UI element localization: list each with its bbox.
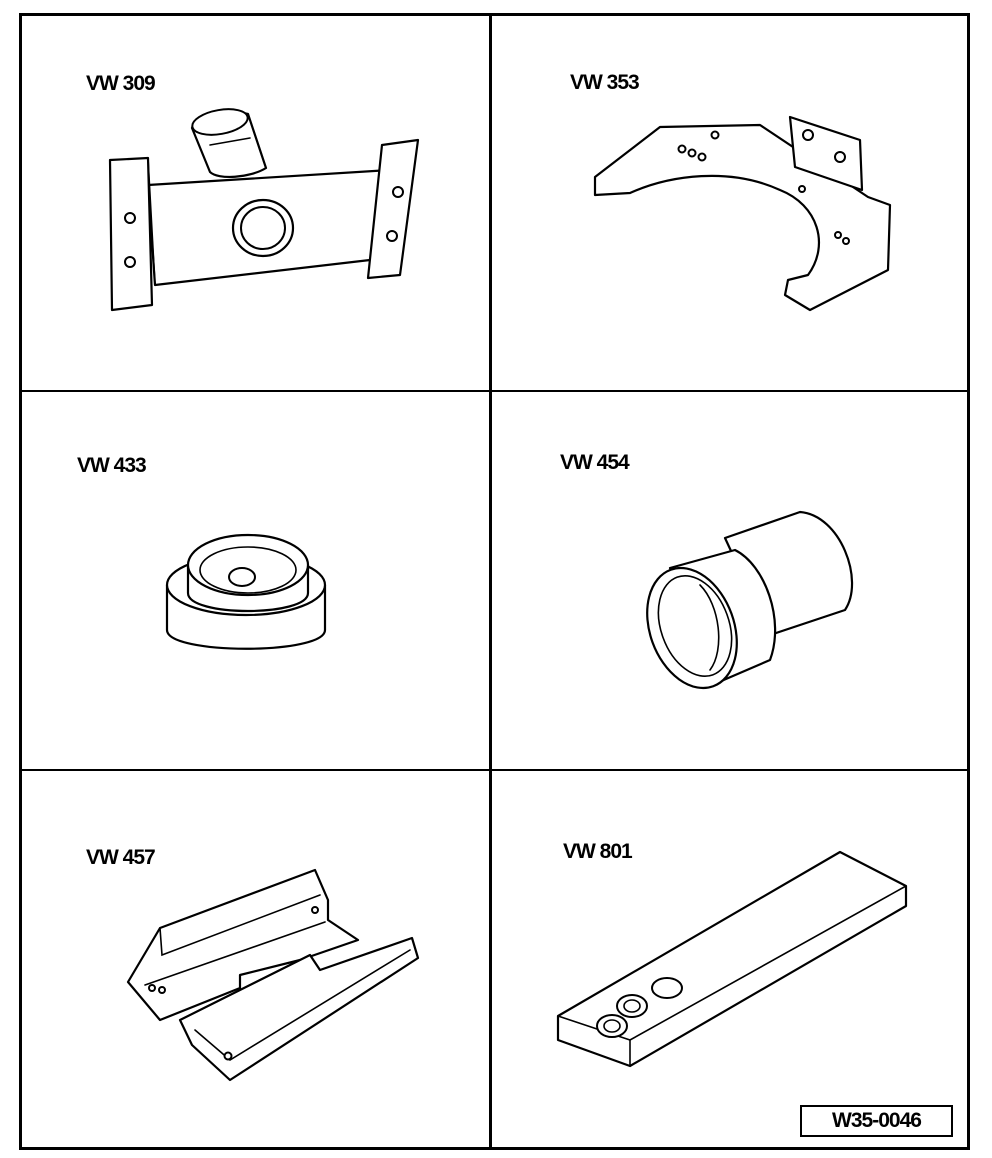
tool-drawing-vw454 [646, 510, 854, 690]
grid-divider-row-1 [19, 390, 970, 392]
tool-drawing-vw457 [126, 868, 420, 1082]
tool-label-vw353: VW 353 [570, 71, 640, 94]
tool-drawing-vw801 [556, 850, 908, 1068]
tool-drawing-vw353 [593, 115, 892, 312]
grid-divider-row-2 [19, 769, 970, 771]
tool-label-vw309: VW 309 [86, 72, 156, 95]
figure-reference-label: W35-0046 [800, 1105, 953, 1137]
tool-drawing-vw433 [165, 533, 327, 650]
tool-label-vw457: VW 457 [86, 846, 156, 869]
tool-label-vw454: VW 454 [560, 451, 630, 474]
tool-drawing-vw309 [108, 108, 420, 312]
figure-frame [19, 13, 970, 1150]
tool-label-vw801: VW 801 [563, 840, 633, 863]
grid-divider-vertical [489, 13, 492, 1150]
tool-label-vw433: VW 433 [77, 454, 147, 477]
